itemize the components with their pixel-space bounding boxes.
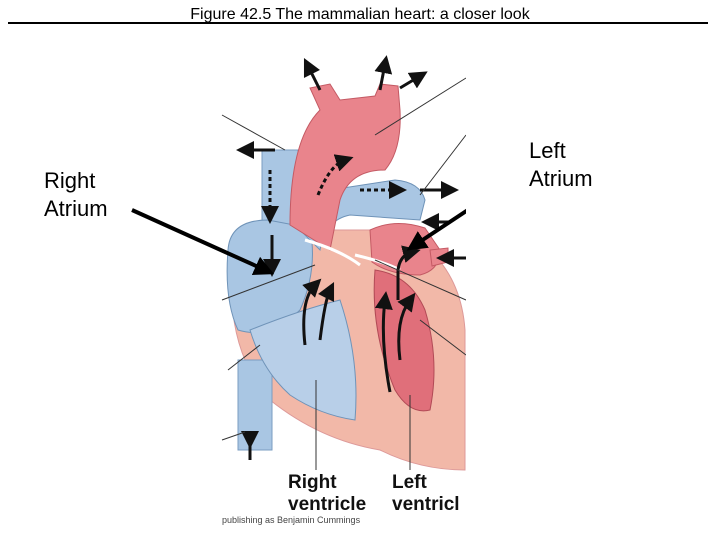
inferior-vena-cava: [237, 359, 273, 451]
right-ventricle-label: Right ventricle: [288, 472, 366, 516]
right-ventricle-region: [249, 299, 357, 421]
left-atrium-label: Left Atrium: [529, 137, 593, 193]
right-atrium-label-line1: Right: [44, 168, 96, 193]
leader-lines: [221, 77, 467, 470]
right-ventricle-label-line2: ventricle: [288, 494, 367, 515]
title-rule: [8, 22, 708, 24]
left-ventricle-label-line1: Left: [392, 472, 427, 493]
right-atrium-label: Right Atrium: [44, 167, 108, 223]
oxygen-poor-flow-arrows: [236, 141, 459, 460]
left-atrium-label-line1: Left: [529, 138, 566, 163]
figure-crop-mask: [466, 30, 526, 530]
figure-title: Figure 42.5 The mammalian heart: a close…: [190, 6, 530, 23]
left-ventricle-label-line2: ventricl: [392, 494, 460, 515]
right-atrium-label-line2: Atrium: [44, 196, 108, 221]
right-atrium-pointer: [131, 208, 275, 276]
left-atrium-region: [369, 223, 441, 276]
publisher-credit: publishing as Benjamin Cummings: [222, 515, 361, 525]
left-ventricle-label: Left ventricl: [392, 472, 460, 516]
oxygen-rich-flow-arrows: [303, 55, 466, 393]
left-atrium-label-line2: Atrium: [529, 166, 593, 191]
right-ventricle-label-line1: Right: [288, 472, 337, 493]
